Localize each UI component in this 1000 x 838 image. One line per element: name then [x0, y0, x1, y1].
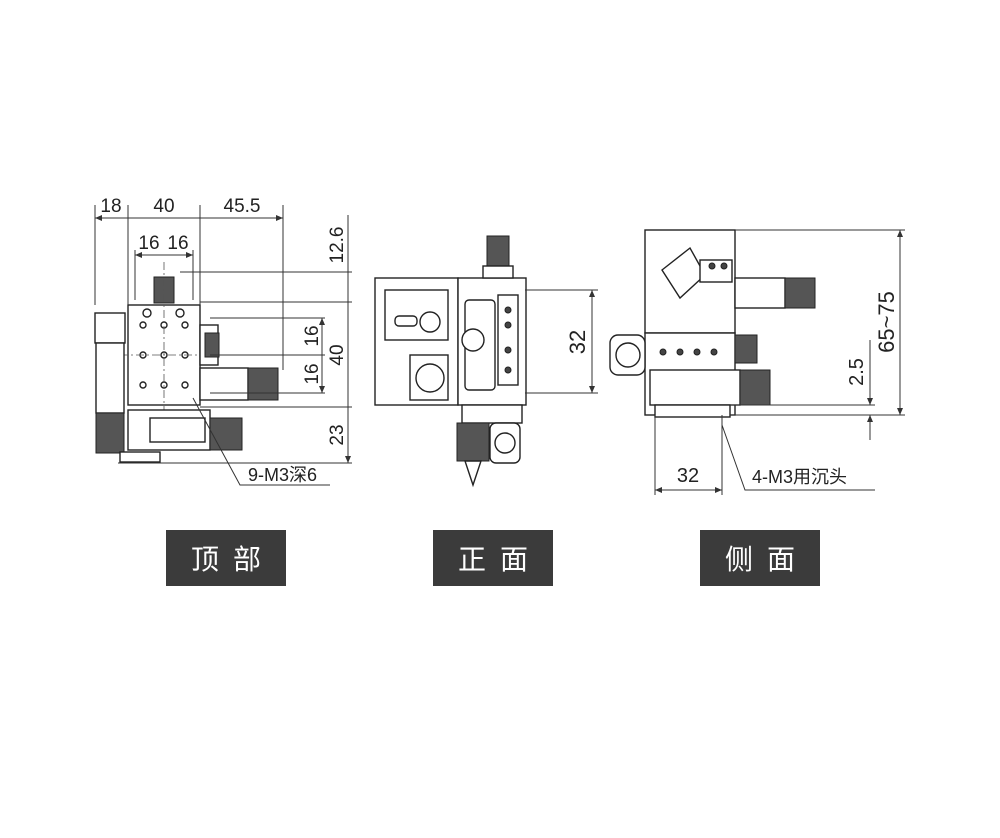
dim-16-d: 16: [302, 363, 323, 384]
front-view-label-text: 正面: [457, 543, 542, 576]
dim-16-a: 16: [138, 233, 159, 254]
side-right-knob-upper: [784, 277, 816, 309]
side-view-label-text: 侧面: [724, 543, 809, 576]
side-view-label: 侧面: [700, 530, 820, 586]
dim-40-right: 40: [327, 344, 348, 365]
front-bottom-knob: [456, 422, 490, 462]
top-view-label: 顶部: [166, 530, 286, 586]
dim-40-top: 40: [153, 196, 174, 217]
side-view-drawing: 65~75 2.5 32 4-M3用沉头: [609, 229, 905, 495]
front-screws: [504, 306, 512, 374]
callout-9-m3: 9-M3深6: [248, 465, 317, 485]
callout-4-m3: 4-M3用沉头: [752, 467, 847, 487]
dim-2-5: 2.5: [846, 358, 868, 386]
dim-16-b: 16: [167, 233, 188, 254]
dim-23: 23: [327, 424, 348, 445]
dim-32-front: 32: [565, 330, 590, 354]
dim-45-5: 45.5: [224, 196, 261, 217]
right-micrometer-knob: [247, 367, 279, 401]
side-screws: [659, 348, 718, 356]
left-micrometer-knob: [95, 412, 125, 454]
dim-16-c: 16: [302, 325, 323, 346]
top-view-drawing: 18 40 45.5 16 16 12.6 16 16 40 23 9-M3深6: [94, 196, 352, 486]
dim-12-6: 12.6: [327, 227, 348, 264]
front-view-drawing: 32: [374, 235, 598, 488]
side-right-knob-lower: [739, 369, 771, 406]
dim-65-75: 65~75: [874, 291, 899, 353]
bottom-micrometer-knob: [209, 417, 243, 451]
front-view-label: 正面: [433, 530, 553, 586]
front-top-knob: [486, 235, 510, 267]
top-view-label-text: 顶部: [190, 543, 275, 576]
dim-32-side: 32: [677, 465, 699, 487]
dim-18: 18: [100, 196, 121, 217]
